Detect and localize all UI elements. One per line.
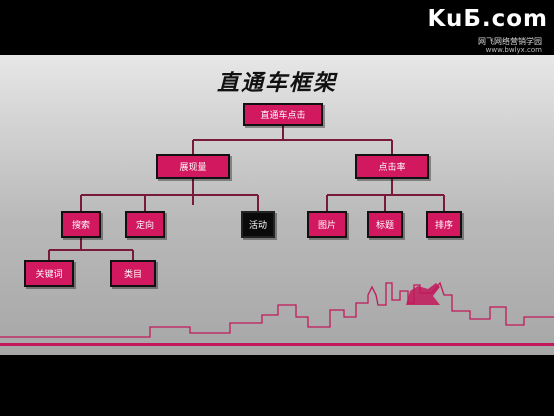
node-image: 图片 [307, 211, 347, 238]
node-activity: 活动 [241, 211, 275, 238]
logo-text: KuБ.com [427, 6, 548, 32]
node-root: 直通车点击 [243, 103, 323, 126]
slide-panel: 直通车框架 [0, 55, 554, 355]
logo-subtitle: 网飞网络营销学园 [478, 37, 542, 46]
node-ranking: 排序 [426, 211, 462, 238]
node-headline: 标题 [367, 211, 403, 238]
node-search: 搜索 [61, 211, 101, 238]
node-show: 展现量 [156, 154, 230, 179]
site-logo: KuБ.com 网飞网络营销学园 www.bwlyx.com [398, 6, 548, 54]
logo-url: www.bwlyx.com [485, 46, 542, 54]
city-skyline-decoration [0, 281, 554, 338]
node-target: 定向 [125, 211, 165, 238]
accent-line [0, 343, 554, 346]
node-category: 类目 [110, 260, 156, 287]
node-ctr: 点击率 [355, 154, 429, 179]
slide-title: 直通车框架 [216, 70, 337, 96]
node-keyword: 关键词 [24, 260, 74, 287]
tree-connectors [48, 126, 445, 260]
